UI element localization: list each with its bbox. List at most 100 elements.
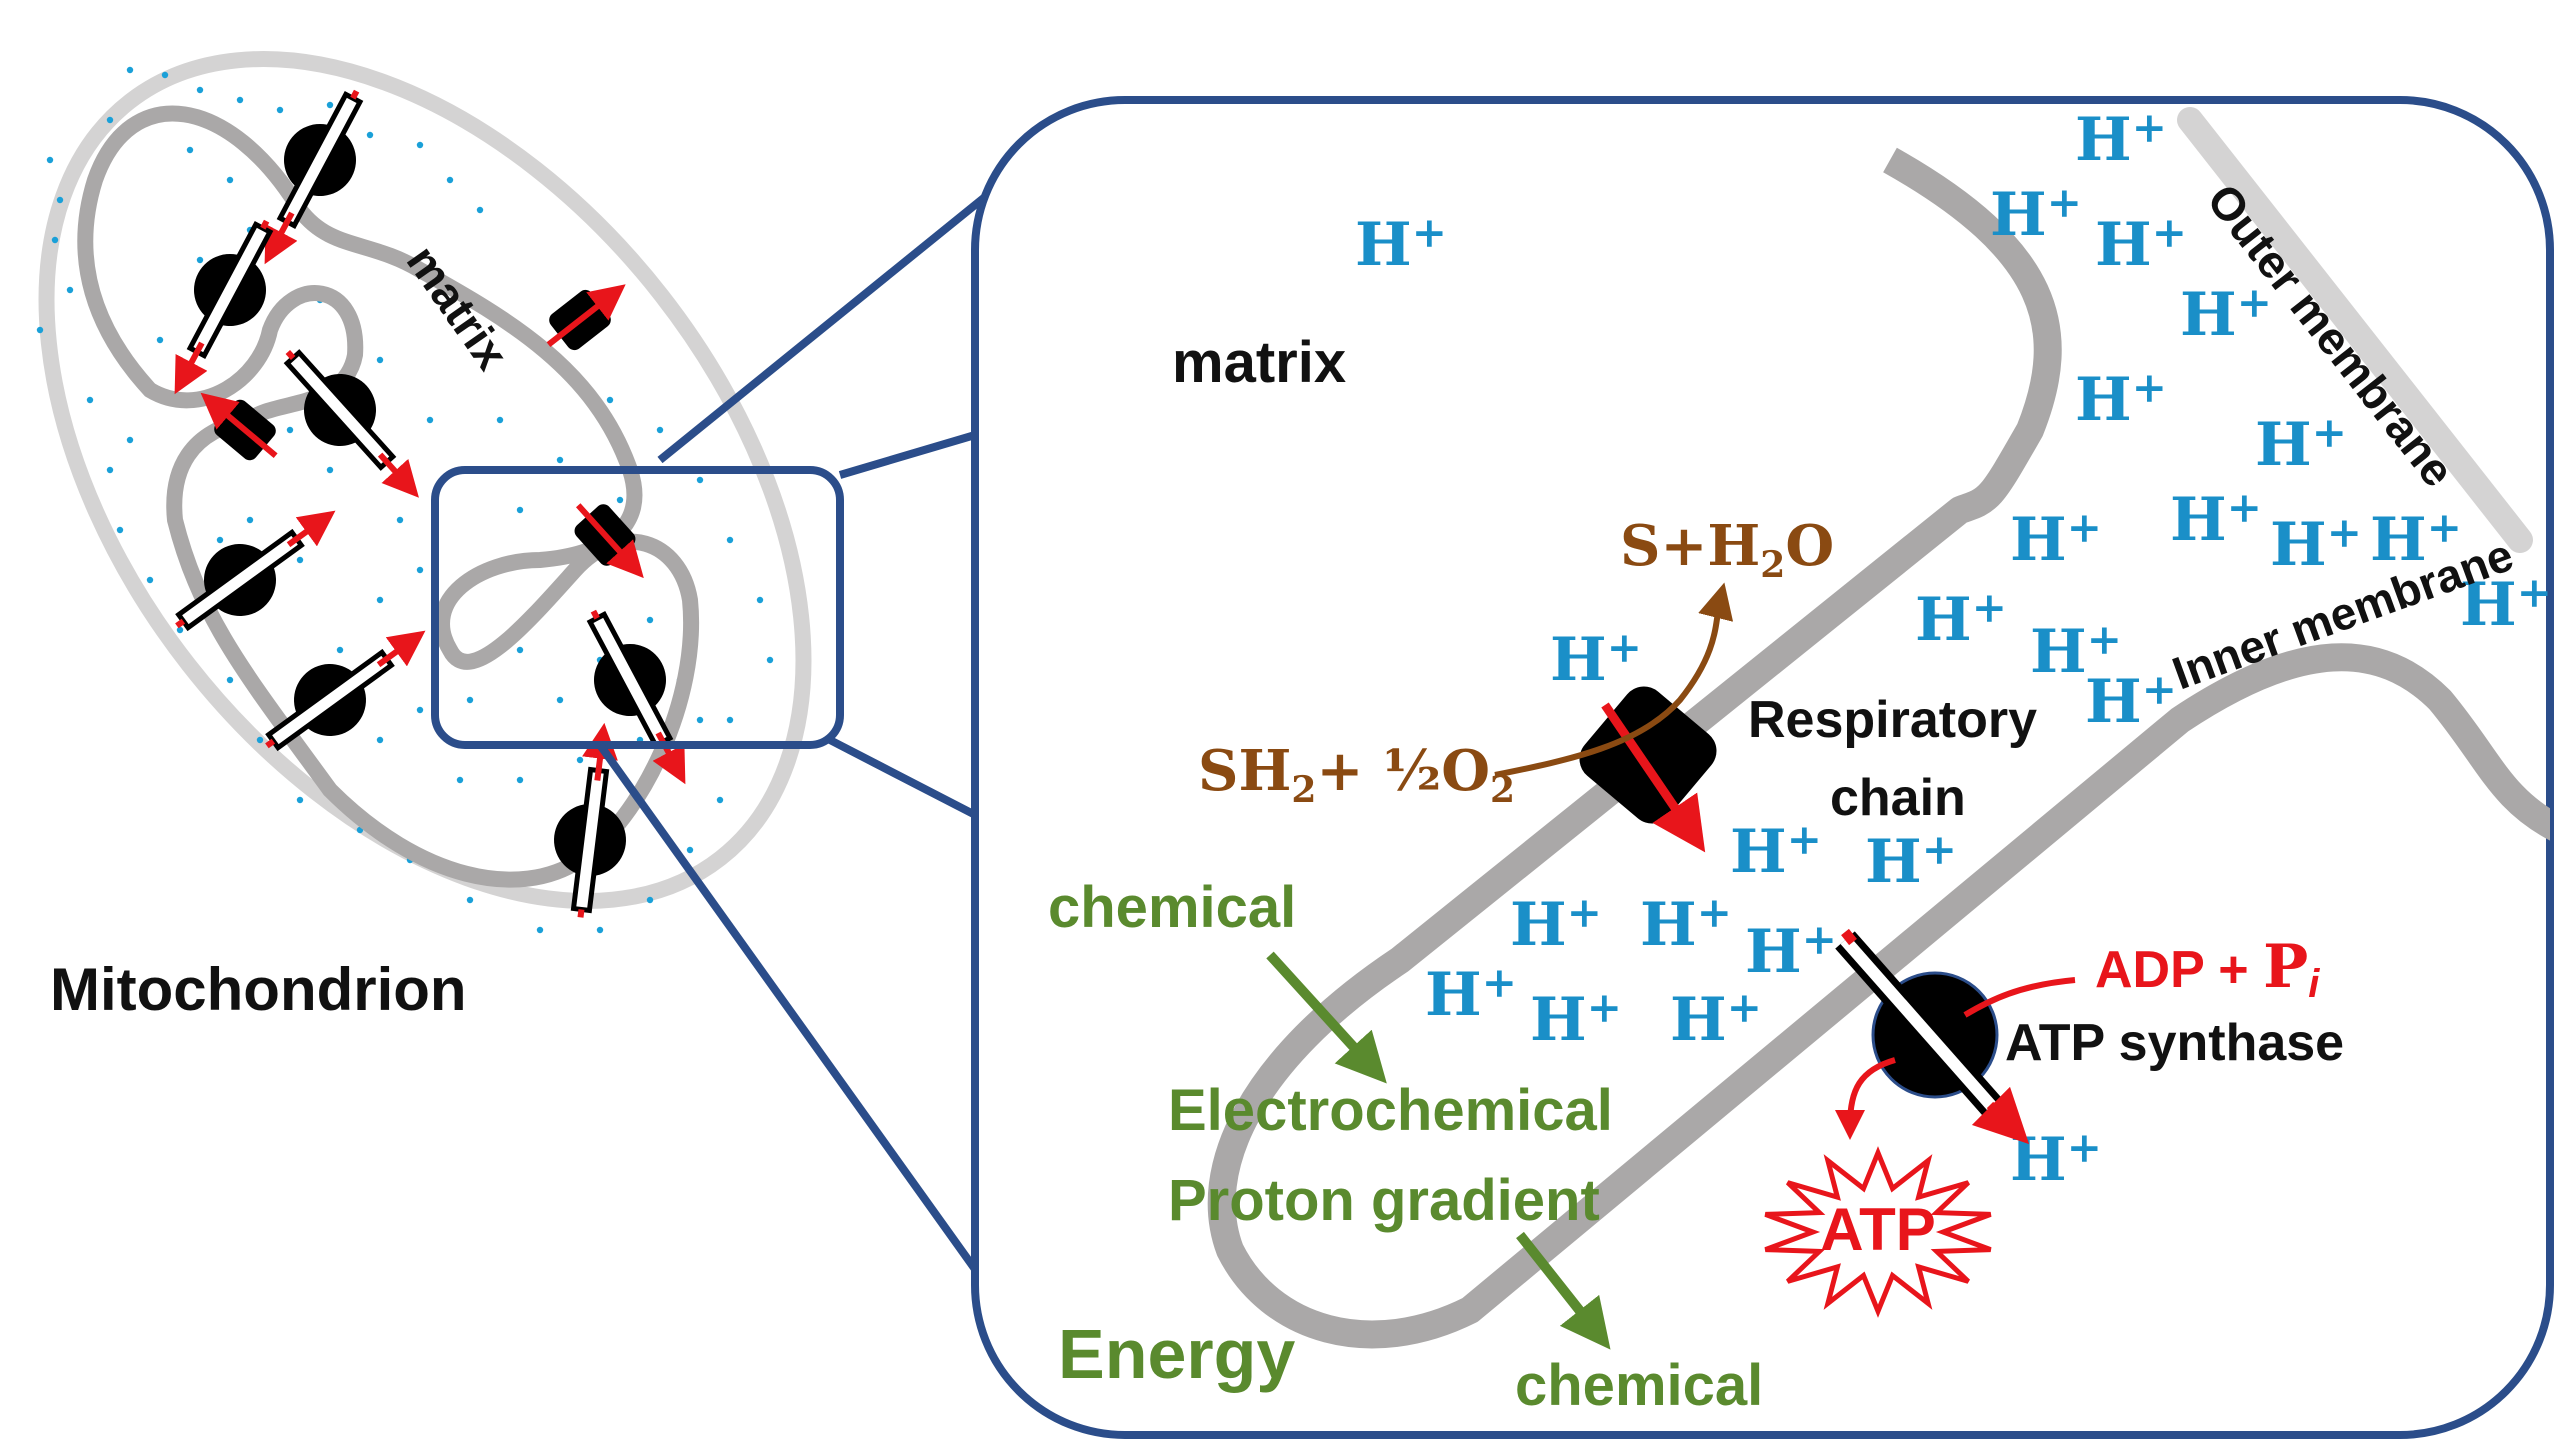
zoom-box	[431, 466, 844, 749]
proton-dot	[456, 776, 464, 784]
proton-dot	[716, 796, 724, 804]
proton-dot	[696, 716, 704, 724]
proton-dot	[161, 71, 169, 79]
magnified-view: H+H+H+H+H+H+H+H+H+H+H+H+H+H+H+H+H+H+H+H+…	[971, 96, 2554, 1439]
magnified-frame	[971, 96, 2554, 1439]
proton-dot	[66, 286, 74, 294]
proton-label: H+	[2460, 568, 2552, 640]
proton-dot	[46, 156, 54, 164]
proton-label: H+	[1745, 915, 1837, 987]
proton-dot	[466, 696, 474, 704]
proton-dot	[51, 236, 59, 244]
respiratory-chain-complex	[1579, 686, 1717, 853]
proton-dot	[196, 256, 204, 264]
proton-label: H+	[2075, 363, 2167, 435]
proton-label: H+	[1550, 623, 1642, 695]
outer-membrane-small	[38, 51, 812, 909]
proton-dot	[186, 146, 194, 154]
proton-label: H+	[1640, 888, 1732, 960]
proton-label: H+	[2095, 208, 2187, 280]
proton-label: H+	[2180, 278, 2272, 350]
proton-dot	[556, 696, 564, 704]
proton-dot	[36, 326, 44, 334]
substrate-formula: SH2+ ½O2	[1198, 738, 1515, 811]
proton-dot	[516, 646, 524, 654]
atp-synthase-label: ATP synthase	[2005, 1014, 2344, 1072]
proton-dot	[216, 536, 224, 544]
proton-dot	[616, 496, 624, 504]
proton-dot	[176, 626, 184, 634]
proton-dot	[446, 176, 454, 184]
proton-label: H+	[2085, 665, 2177, 737]
mitochondrion-overview: matrix Mitochondrion	[36, 51, 844, 1023]
proton-dot	[766, 656, 774, 664]
proton-dot	[646, 616, 654, 624]
proton-dot	[366, 131, 374, 139]
proton-label: H+	[2075, 103, 2167, 175]
proton-dot	[536, 926, 544, 934]
proton-label: H+	[1915, 583, 2007, 655]
chemical-label-bottom: chemical	[1515, 1353, 1763, 1418]
proton-dot	[276, 106, 284, 114]
proton-label: H+	[1865, 825, 1957, 897]
proton-dot	[236, 96, 244, 104]
proton-dot	[606, 396, 614, 404]
proton-label: H+	[1670, 983, 1762, 1055]
membrane-proteins-small	[174, 89, 686, 918]
electrochemical-label: Electrochemical	[1168, 1078, 1613, 1143]
proton-dot	[286, 426, 294, 434]
proton-dot	[376, 596, 384, 604]
atp-synthase-small	[265, 630, 426, 752]
proton-dot	[86, 396, 94, 404]
proton-dot	[376, 736, 384, 744]
proton-dot	[106, 466, 114, 474]
atp-synthase	[1835, 928, 2030, 1145]
proton-dot	[226, 176, 234, 184]
atp-label: ATP	[1820, 1196, 1936, 1263]
proton-dot	[376, 356, 384, 364]
proton-dot	[196, 86, 204, 94]
proton-label: H+	[1510, 888, 1602, 960]
adp-pi-label: ADP + Pi	[2095, 932, 2320, 1006]
atp-synthase-small	[554, 722, 626, 918]
proton-dot	[156, 336, 164, 344]
proton-dot	[646, 896, 654, 904]
proton-dot	[226, 676, 234, 684]
proton-dot	[726, 716, 734, 724]
proton-dot	[336, 646, 344, 654]
atp-synthase-small	[174, 219, 274, 395]
proton-label: H+	[1355, 208, 1447, 280]
proton-label: H+	[2010, 1123, 2102, 1195]
proton-dot	[56, 196, 64, 204]
proton-dot	[116, 526, 124, 534]
proton-dot	[326, 101, 334, 109]
energy-label: Energy	[1058, 1315, 1295, 1393]
proton-dot	[686, 846, 694, 854]
proton-label: H+	[2010, 503, 2102, 575]
reaction-arrow	[1494, 582, 1734, 778]
atp-synthase-small	[283, 349, 419, 498]
respiratory-chain-label-2: chain	[1830, 769, 1966, 827]
proton-dot	[246, 516, 254, 524]
respiratory-complex-small	[574, 503, 644, 579]
atp-synthase-small	[175, 510, 336, 632]
respiratory-complex-small	[546, 284, 626, 351]
proton-dot	[496, 416, 504, 424]
matrix-label-big: matrix	[1172, 330, 1346, 395]
atp-synthase-small	[264, 89, 364, 265]
proton-gradient-label: Proton gradient	[1168, 1168, 1600, 1233]
proton-dot	[146, 576, 154, 584]
proton-dot	[476, 206, 484, 214]
atp-burst: ATP	[1764, 1146, 1992, 1318]
proton-dot	[696, 476, 704, 484]
proton-label: H+	[2030, 615, 2122, 687]
proton-dot	[126, 66, 134, 74]
proton-dot	[296, 556, 304, 564]
proton-dot	[416, 566, 424, 574]
proton-dot	[426, 416, 434, 424]
proton-label: H+	[2170, 483, 2262, 555]
proton-label: H+	[1425, 958, 1517, 1030]
respiratory-chain-label-1: Respiratory	[1748, 691, 2037, 749]
proton-label: H+	[2270, 508, 2362, 580]
